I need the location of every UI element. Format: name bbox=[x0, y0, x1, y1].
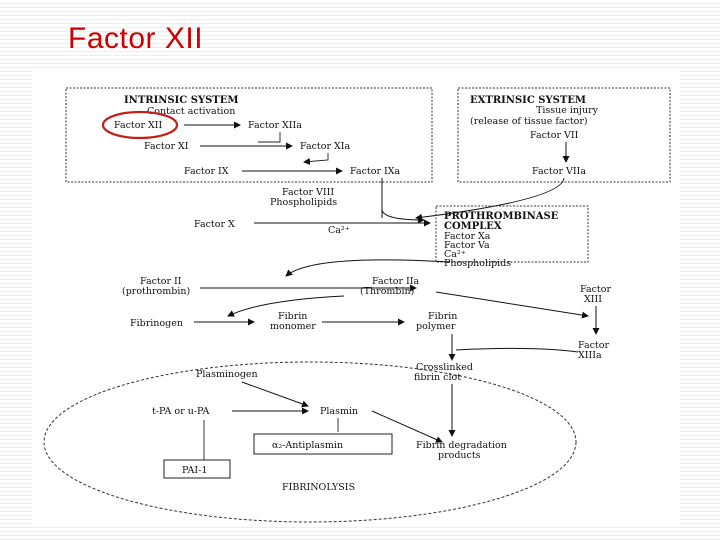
intrinsic-header: INTRINSIC SYSTEM bbox=[124, 95, 238, 106]
fibrinolysis-region bbox=[43, 361, 577, 523]
fdp-label1: Fibrin degradation bbox=[416, 440, 507, 451]
extrinsic-system-box bbox=[457, 87, 671, 183]
plasminogen-label: Plasminogen bbox=[196, 369, 258, 380]
intrinsic-subtitle: Contact activation bbox=[147, 106, 235, 117]
antiplasmin-label: α₂-Antiplasmin bbox=[272, 440, 343, 451]
fibrin-monomer-label1: Fibrin bbox=[278, 311, 307, 322]
thrombin-to-xiii-line bbox=[435, 291, 589, 319]
ixa-into-complex-curve bbox=[381, 209, 425, 224]
viia-into-complex-curve bbox=[415, 177, 565, 221]
factor-xi-label: Factor XI bbox=[144, 141, 189, 152]
cofactor-phospholipids: Phospholipids bbox=[270, 197, 337, 208]
factor-ii-label: Factor II bbox=[140, 276, 182, 287]
pai-label: PAI-1 bbox=[182, 465, 207, 476]
coagulation-cascade-figure: INTRINSIC SYSTEM Contact activation Fact… bbox=[32, 70, 680, 525]
factor-iia-label: Factor IIa bbox=[372, 276, 420, 287]
crosslinked-label2: fibrin clot bbox=[414, 372, 461, 383]
factor-ix-label: Factor IX bbox=[184, 166, 229, 177]
complex-item-factor-va: Factor Va bbox=[444, 240, 490, 251]
cofactor-factor-viii: Factor VIII bbox=[282, 187, 334, 198]
factor-xii-highlight-circle bbox=[101, 110, 179, 140]
factor-xiii-label2: XIII bbox=[584, 294, 602, 305]
factor-viia-label: Factor VIIa bbox=[532, 166, 586, 177]
thrombin-label: (Thrombin) bbox=[360, 286, 414, 297]
calcium-label: Ca²⁺ bbox=[328, 225, 350, 236]
factor-vii-label: Factor VII bbox=[530, 130, 579, 141]
xiia-feedback-line bbox=[258, 132, 281, 143]
fibrin-polymer-label2: polymer bbox=[416, 321, 456, 332]
complex-item-phospholipids: Phospholipids bbox=[444, 258, 511, 269]
extrinsic-sub2: (release of tissue factor) bbox=[470, 116, 588, 127]
complex-item-calcium: Ca²⁺ bbox=[444, 249, 466, 260]
fibrinogen-label: Fibrinogen bbox=[130, 318, 183, 329]
pai-box bbox=[163, 459, 231, 479]
xia-to-ix-line bbox=[303, 153, 329, 165]
xiiia-to-clot-line bbox=[455, 347, 579, 353]
crosslinked-label1: Crosslinked bbox=[416, 362, 473, 373]
prothrombinase-title1: PROTHROMBINASE bbox=[444, 211, 559, 222]
intrinsic-system-box bbox=[65, 87, 433, 183]
coagulation-diagram: INTRINSIC SYSTEM Contact activation Fact… bbox=[43, 87, 671, 523]
fibrin-monomer-label2: monomer bbox=[270, 321, 316, 332]
prothrombinase-complex-box bbox=[435, 205, 589, 263]
fdp-label2: products bbox=[438, 450, 481, 461]
tpa-label: t-PA or u-PA bbox=[152, 406, 210, 417]
fibrinolysis-label: FIBRINOLYSIS bbox=[282, 482, 355, 493]
factor-xiiia-label1: Factor bbox=[578, 340, 609, 351]
complex-to-thrombin-curve bbox=[285, 259, 451, 277]
extrinsic-sub1: Tissue injury bbox=[536, 105, 599, 116]
factor-xiiia-label2: XIIIa bbox=[578, 350, 602, 361]
antiplasmin-box bbox=[253, 433, 393, 455]
extrinsic-header: EXTRINSIC SYSTEM bbox=[470, 95, 586, 106]
slide-title: Factor XII bbox=[68, 22, 204, 55]
factor-ixa-label: Factor IXa bbox=[350, 166, 401, 177]
factor-xiia-label: Factor XIIa bbox=[248, 120, 302, 131]
thrombin-to-fibrinogen-curve bbox=[227, 295, 345, 317]
factor-xiii-label1: Factor bbox=[580, 284, 611, 295]
plasmin-label: Plasmin bbox=[320, 406, 358, 417]
prothrombin-label: (prothrombin) bbox=[122, 286, 190, 297]
fibrin-polymer-label1: Fibrin bbox=[428, 311, 457, 322]
factor-xia-label: Factor XIa bbox=[300, 141, 351, 152]
arrow-plasminogen-to-plasmin bbox=[241, 381, 309, 408]
factor-x-label: Factor X bbox=[194, 219, 235, 230]
factor-xii-label: Factor XII bbox=[114, 120, 163, 131]
complex-item-factor-xa: Factor Xa bbox=[444, 231, 491, 242]
prothrombinase-title2: COMPLEX bbox=[444, 221, 502, 232]
arrow-plasmin-to-fdp bbox=[371, 410, 443, 443]
